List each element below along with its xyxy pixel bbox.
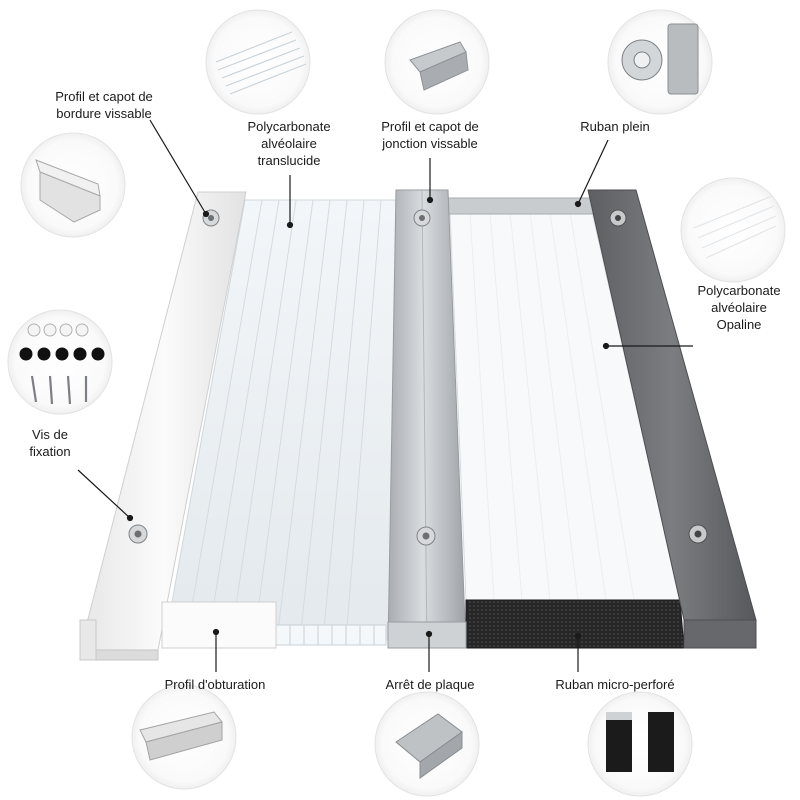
translucide-section (275, 624, 387, 646)
label-arret-plaque: Arrêt de plaque (385, 677, 475, 692)
ruban-micro-perfore-strip (465, 599, 685, 649)
profil-bordure-end (79, 619, 97, 661)
jonction-ridge (421, 189, 428, 649)
label-profil-obturation: Profil d'obturation (164, 677, 266, 692)
label-ruban-plein: Ruban plein (580, 119, 650, 134)
label-profil-jonction: Profil et capot de jonction vissable (381, 119, 479, 151)
detail-circles (7, 9, 786, 797)
screw-heads (128, 209, 708, 546)
translucide-flutes (185, 199, 382, 641)
profil-bordure-grey-end (683, 619, 757, 649)
detail-opaline (680, 177, 786, 283)
detail-profil-bordure (20, 132, 126, 238)
detail-translucide (205, 9, 311, 115)
detail-ruban-micro (587, 691, 693, 797)
ruban-plein-strip (445, 197, 597, 215)
label-poly-translucide: Polycarbonate alvéolaire translucide (247, 119, 331, 168)
label-poly-opaline: Polycarbonate alvéolaire Opaline (697, 283, 781, 332)
detail-jonction (384, 9, 490, 115)
detail-ruban-plein (607, 9, 713, 115)
label-vis-fixation: Vis de fixation (29, 427, 71, 459)
detail-vis (7, 309, 113, 415)
opaline-flutes (469, 211, 635, 601)
leader-lines (77, 119, 693, 672)
assembly (79, 189, 757, 661)
profil-obturation-cap (161, 601, 277, 649)
detail-obturation (131, 684, 237, 790)
label-ruban-micro: Ruban micro-perforé (555, 677, 675, 692)
label-profil-bordure: Profil et capot de bordure vissable (55, 89, 153, 121)
detail-arret (374, 691, 480, 797)
